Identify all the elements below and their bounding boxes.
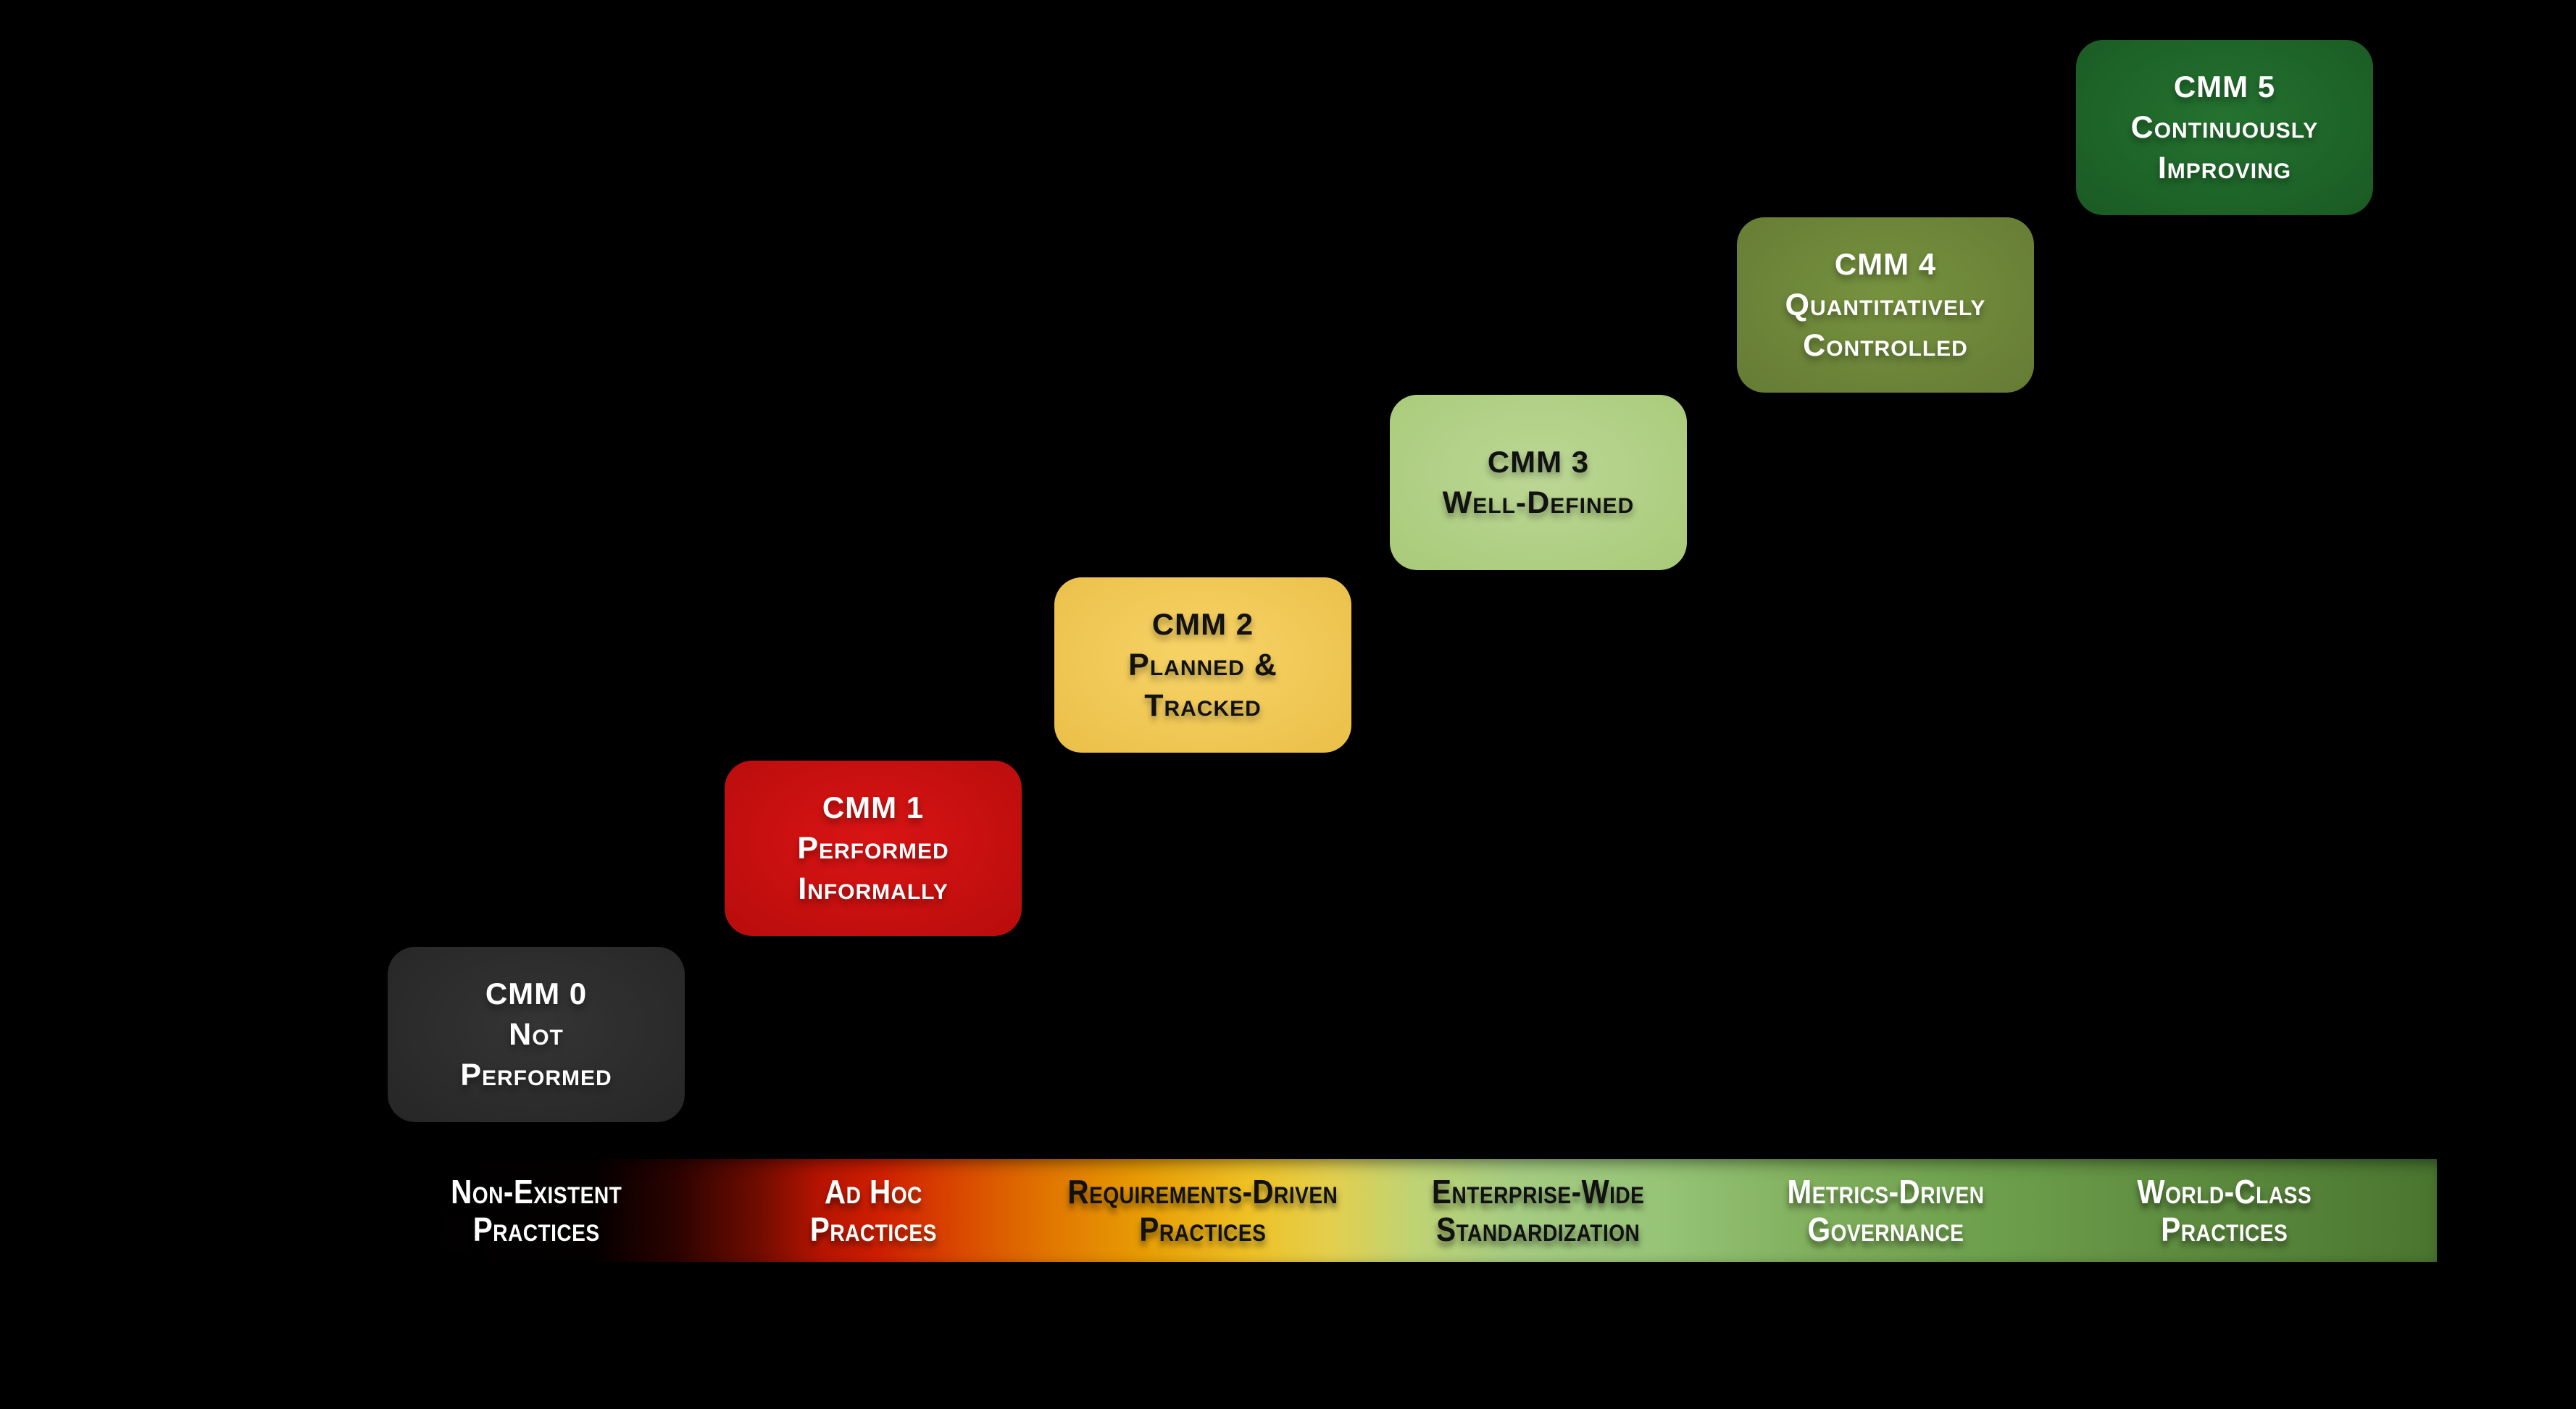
- cmm-box-1: CMM 1 Performed Informally: [725, 761, 1022, 936]
- cmm-level-subtitle-line: Controlled: [1803, 328, 1968, 363]
- cmm-level-title: CMM 4: [1834, 247, 1937, 281]
- cmm-level-subtitle-line: Informally: [798, 871, 949, 906]
- axis-label-text: Requirements-Driven Practices: [1068, 1173, 1338, 1248]
- cmm-level-title: CMM 0: [485, 977, 588, 1011]
- axis-label-1: Ad Hoc Practices: [685, 1159, 1062, 1262]
- cmm-level-title: CMM 5: [2173, 70, 2276, 104]
- axis-label-text: World-Class Practices: [2138, 1173, 2312, 1248]
- cmm-level-subtitle-line: Tracked: [1144, 688, 1262, 723]
- axis-label-line: Practices: [2161, 1211, 2288, 1248]
- cmm-box-2: CMM 2 Planned & Tracked: [1054, 577, 1351, 753]
- axis-label-text: Non-Existent Practices: [451, 1173, 622, 1248]
- cmm-box-5: CMM 5 Continuously Improving: [2076, 40, 2373, 215]
- axis-label-text: Metrics-Driven Governance: [1787, 1173, 1984, 1248]
- cmm-level-title: CMM 3: [1487, 445, 1590, 479]
- axis-label-4: Metrics-Driven Governance: [1697, 1159, 2074, 1262]
- cmm-level-title: CMM 2: [1151, 607, 1254, 641]
- axis-label-line: World-Class: [2137, 1173, 2312, 1211]
- cmm-level-subtitle-line: Improving: [2157, 151, 2292, 185]
- maturity-gradient-bar: [389, 1159, 2437, 1262]
- cmm-box-3: CMM 3 Well-Defined: [1390, 395, 1687, 570]
- axis-label-line: Practices: [1139, 1211, 1267, 1248]
- cmm-level-title: CMM 1: [822, 790, 925, 824]
- axis-label-line: Enterprise-Wide: [1432, 1173, 1645, 1211]
- axis-label-0: Non-Existent Practices: [348, 1159, 725, 1262]
- axis-label-line: Practices: [809, 1211, 937, 1248]
- cmm-level-subtitle-line: Planned &: [1128, 648, 1277, 682]
- axis-label-text: Enterprise-Wide Standardization: [1432, 1173, 1644, 1248]
- cmm-level-subtitle-line: Well-Defined: [1442, 485, 1635, 520]
- axis-label-line: Requirements-Driven: [1067, 1173, 1338, 1211]
- axis-label-line: Non-Existent: [450, 1173, 622, 1211]
- cmm-box-4: CMM 4 Quantitatively Controlled: [1737, 217, 2034, 393]
- axis-label-line: Ad Hoc: [824, 1173, 922, 1211]
- cmm-box-0: CMM 0 Not Performed: [388, 947, 685, 1122]
- cmm-level-subtitle-line: Quantitatively: [1785, 288, 1986, 322]
- axis-label-line: Metrics-Driven: [1787, 1173, 1984, 1211]
- axis-label-line: Practices: [472, 1211, 600, 1248]
- cmm-level-subtitle-line: Not: [509, 1017, 564, 1052]
- axis-label-3: Enterprise-Wide Standardization: [1350, 1159, 1727, 1262]
- cmm-level-subtitle-line: Performed: [460, 1058, 612, 1092]
- cmm-level-subtitle-line: Performed: [797, 831, 949, 866]
- axis-label-line: Governance: [1807, 1211, 1964, 1248]
- axis-label-line: Standardization: [1436, 1211, 1641, 1248]
- axis-label-5: World-Class Practices: [2036, 1159, 2413, 1262]
- axis-label-text: Ad Hoc Practices: [810, 1173, 937, 1248]
- cmm-level-subtitle-line: Continuously: [2130, 110, 2319, 145]
- axis-label-2: Requirements-Driven Practices: [1014, 1159, 1391, 1262]
